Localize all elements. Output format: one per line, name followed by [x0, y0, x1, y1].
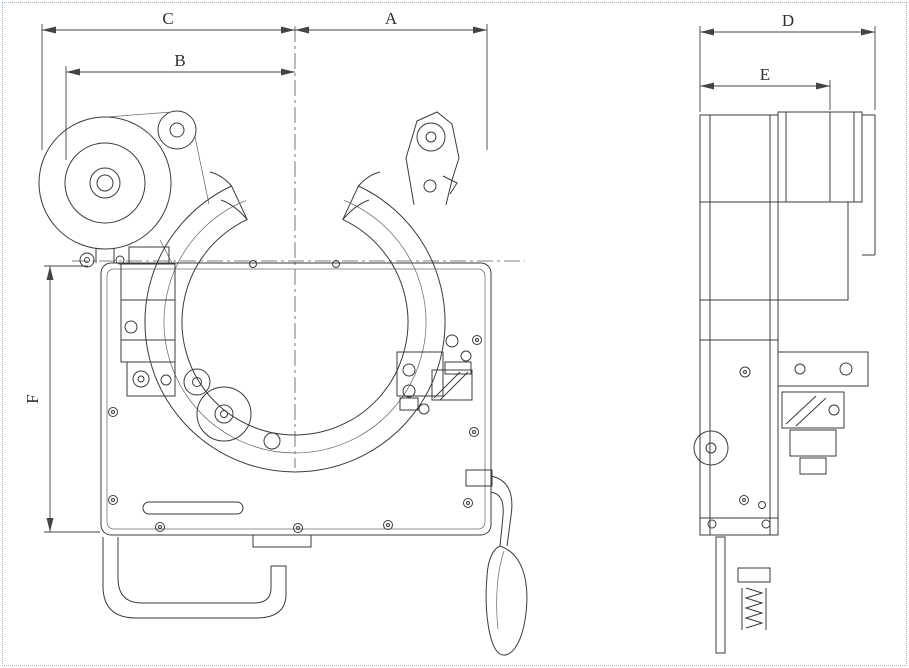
dim-label-a: A: [385, 9, 398, 28]
dim-label-d: D: [782, 11, 794, 30]
foot-bracket: [102, 537, 287, 619]
dimension-d: D: [699, 11, 876, 112]
dimension-f: F: [23, 265, 100, 533]
strap-path-lines: [105, 111, 210, 264]
dimension-b: B: [65, 51, 295, 160]
tension-wheel: [183, 368, 281, 450]
dimension-e: E: [700, 65, 831, 110]
screw-holes: [108, 260, 482, 533]
sealer-unit: [396, 334, 473, 415]
dimension-a: A: [295, 9, 488, 150]
side-body: [699, 114, 779, 536]
dim-label-b: B: [174, 51, 185, 70]
side-view: [693, 111, 876, 654]
side-pivot: [693, 430, 729, 466]
strap-track: [144, 171, 446, 473]
base-slot: [142, 501, 244, 515]
feed-mechanism: [79, 246, 176, 397]
base-plate: [100, 262, 492, 548]
bottom-tab: [252, 534, 312, 548]
dim-label-c: C: [162, 9, 173, 28]
guide-roller: [157, 110, 197, 150]
cutter-blade: [715, 536, 726, 654]
handle-grip: [485, 545, 528, 656]
dim-label-f: F: [23, 394, 42, 403]
top-bracket: [405, 111, 460, 206]
side-bracket: [777, 351, 869, 475]
dim-label-e: E: [760, 65, 770, 84]
handle: [465, 469, 528, 656]
front-view: [38, 110, 528, 656]
dimension-c: C: [41, 9, 295, 150]
side-screws: [707, 366, 771, 529]
strap-reel: [38, 116, 172, 263]
side-reel-housing: [777, 111, 876, 301]
spring: [737, 567, 771, 630]
center-lines: [72, 26, 525, 468]
